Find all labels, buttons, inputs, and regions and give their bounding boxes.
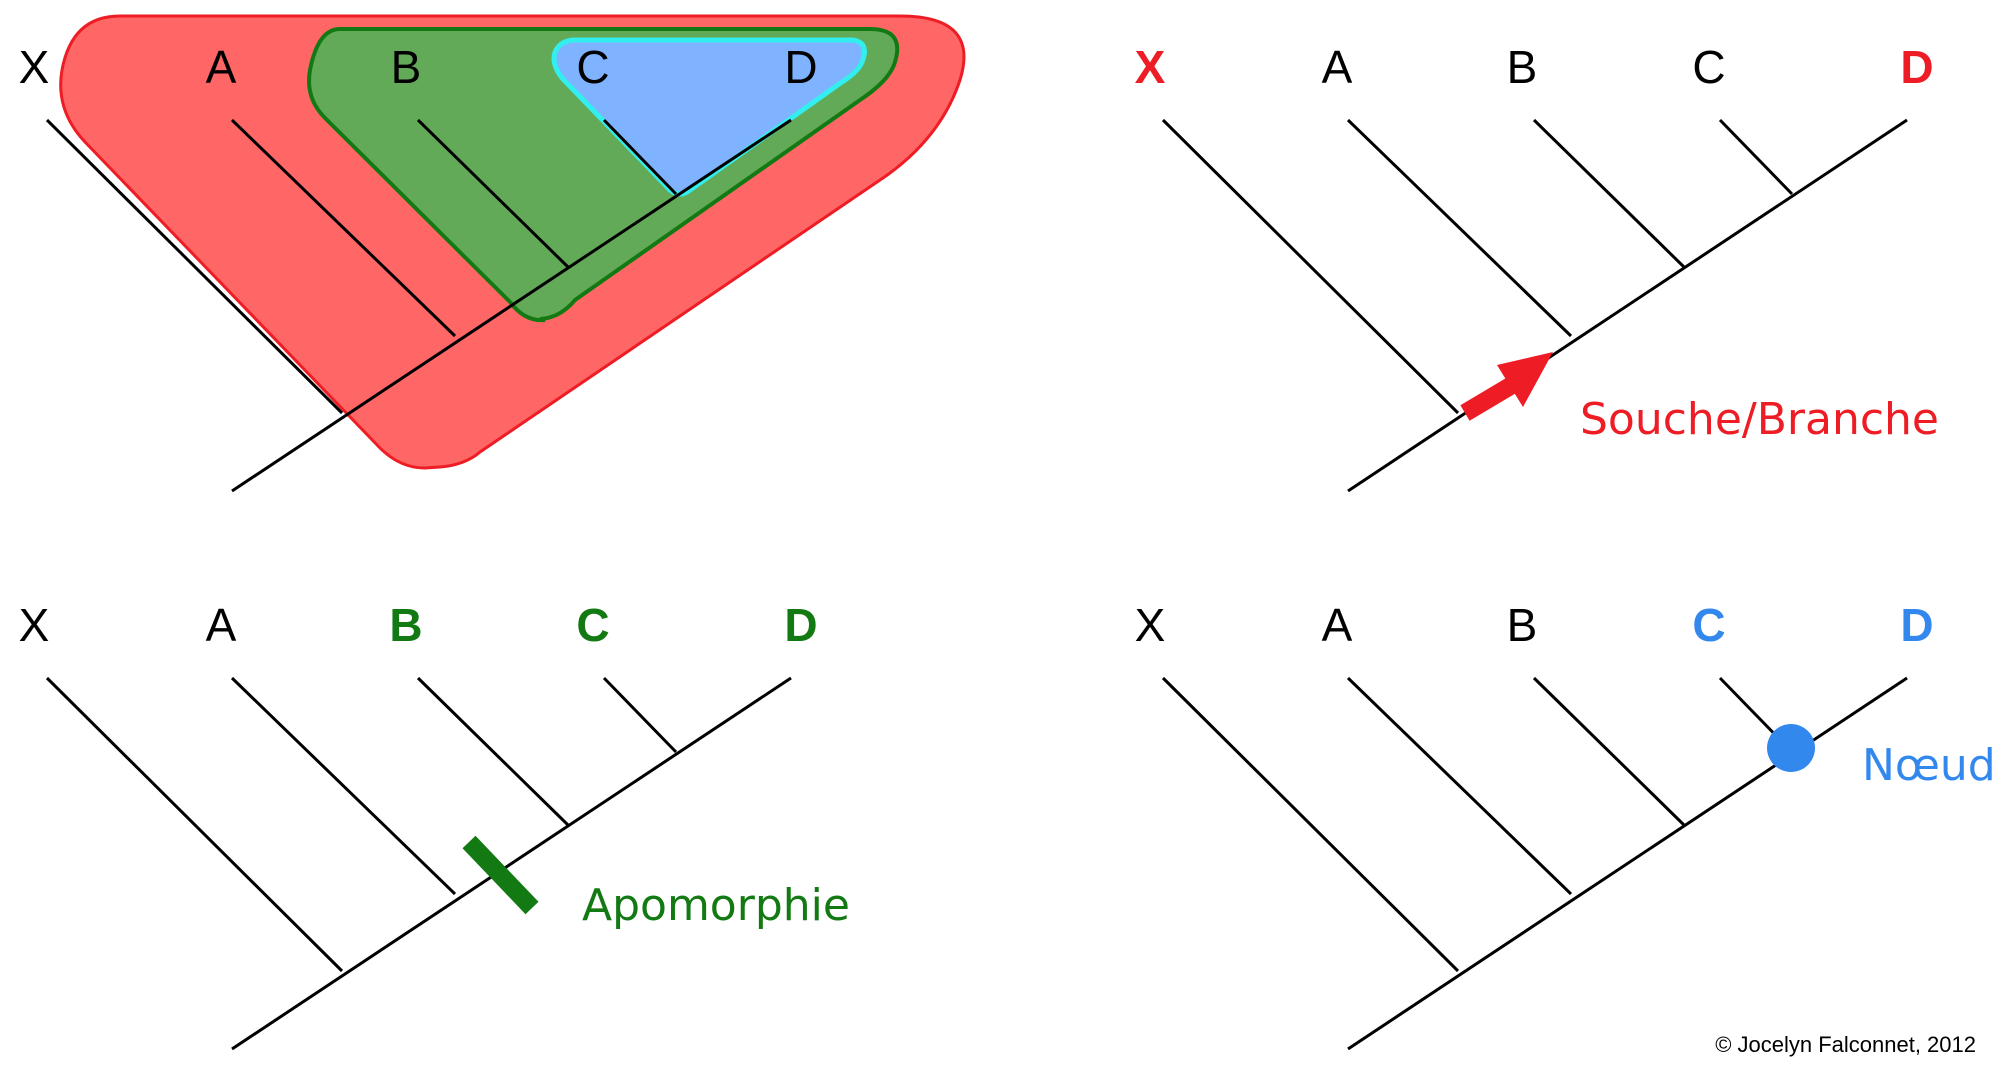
taxon-label-c: C: [1692, 41, 1725, 93]
backbone-branch: [1347, 676, 1908, 1051]
taxon-label-d: D: [784, 41, 817, 93]
branch-x: [45, 676, 344, 973]
taxon-label-b: B: [1507, 41, 1538, 93]
branch-b: [1532, 676, 1686, 827]
branch-c: [602, 676, 678, 754]
bar-marker-icon: [462, 835, 539, 915]
backbone-branch: [1347, 118, 1908, 493]
taxon-label-a: A: [1322, 599, 1353, 651]
taxon-label-x: X: [19, 599, 50, 651]
taxon-label-d: D: [1900, 41, 1933, 93]
backbone-branch: [231, 118, 792, 493]
taxon-label-x: X: [19, 41, 50, 93]
dot-marker-icon: [1767, 724, 1815, 772]
branch-x: [1161, 676, 1460, 973]
taxon-label-x: X: [1135, 599, 1166, 651]
panel-stem: X A B C D Souche/Branche: [1135, 41, 1939, 493]
annotation-apomorphie: Apomorphie: [582, 880, 850, 931]
taxon-label-x: X: [1135, 41, 1166, 93]
taxon-label-a: A: [1322, 41, 1353, 93]
arrow-icon: [1460, 352, 1553, 421]
annotation-souche-branche: Souche/Branche: [1580, 394, 1939, 445]
branch-x: [45, 118, 344, 415]
taxon-label-d: D: [784, 599, 817, 651]
backbone-branch: [231, 676, 792, 1051]
taxon-label-b: B: [1507, 599, 1538, 651]
branch-b: [416, 676, 570, 827]
taxon-label-c: C: [576, 41, 609, 93]
branch-a: [1346, 118, 1573, 338]
taxon-label-c: C: [576, 599, 609, 651]
panel-node: X A B C D Nœud: [1135, 599, 1996, 1051]
panel-apomorphy: X A B C D Apomorphie: [19, 599, 850, 1051]
branch-a: [1346, 676, 1573, 896]
taxon-label-c: C: [1692, 599, 1725, 651]
branch-c: [1718, 118, 1794, 196]
branch-x: [1161, 118, 1460, 415]
branch-a: [230, 118, 457, 338]
taxon-label-d: D: [1900, 599, 1933, 651]
taxon-label-b: B: [391, 41, 422, 93]
branch-b: [416, 118, 570, 269]
branch-a: [230, 676, 457, 896]
branch-b: [1532, 118, 1686, 269]
taxon-label-b: B: [389, 599, 422, 651]
annotation-noeud: Nœud: [1862, 740, 1996, 791]
copyright-credit: © Jocelyn Falconnet, 2012: [1715, 1032, 1976, 1057]
taxon-label-a: A: [206, 41, 237, 93]
branch-c: [602, 118, 678, 196]
taxon-label-a: A: [206, 599, 237, 651]
